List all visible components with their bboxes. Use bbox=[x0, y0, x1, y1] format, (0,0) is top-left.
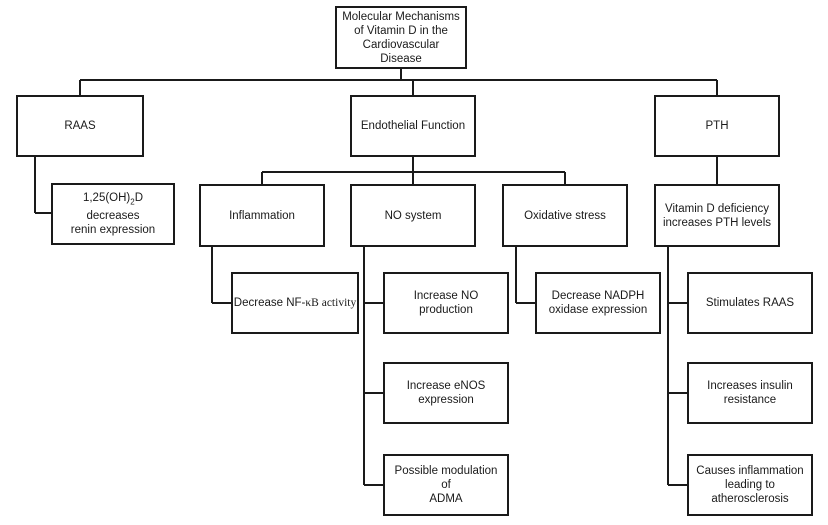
pth-child-3-line-3: atherosclerosis bbox=[711, 493, 789, 505]
inflammation-label: Inflammation bbox=[229, 209, 295, 222]
nadph-line-1: Decrease NADPH bbox=[551, 290, 645, 302]
no-system-label: NO system bbox=[384, 209, 442, 222]
no-child-3-node: Possible modulation of ADMA bbox=[383, 454, 509, 516]
raas-renin-line-2: renin expression bbox=[70, 224, 156, 237]
nfkb-text: Decrease NF-κB activity bbox=[234, 296, 356, 310]
endothelial-label: Endothelial Function bbox=[360, 120, 466, 132]
no-child-2-line-1: Increase eNOS bbox=[406, 380, 486, 392]
root-line-2: of Vitamin D in the bbox=[354, 24, 448, 37]
inflammation-node: Inflammation bbox=[199, 184, 325, 247]
raas-label: RAAS bbox=[64, 120, 96, 132]
endothelial-node: Endothelial Function bbox=[350, 95, 476, 157]
pth-deficiency-node: Vitamin D deficiency increases PTH level… bbox=[654, 184, 780, 247]
root-node: Molecular Mechanisms of Vitamin D in the… bbox=[335, 6, 467, 69]
pth-label: PTH bbox=[705, 120, 729, 132]
pth-deficiency-line-1: Vitamin D deficiency bbox=[665, 202, 769, 215]
pth-child-1-node: Stimulates RAAS bbox=[687, 272, 813, 334]
raas-node: RAAS bbox=[16, 95, 144, 157]
pth-child-3-line-1: Causes inflammation bbox=[696, 465, 804, 477]
no-child-3-line-1: Possible modulation of bbox=[394, 465, 498, 491]
root-line-3: Cardiovascular Disease bbox=[362, 38, 440, 65]
pth-child-2-line-1: Increases insulin bbox=[707, 380, 793, 392]
pth-node: PTH bbox=[654, 95, 780, 157]
nfkb-suffix: activity bbox=[318, 297, 357, 309]
raas-renin-suffix: D decreases bbox=[86, 191, 144, 223]
pth-deficiency-line-2: increases PTH levels bbox=[662, 216, 771, 229]
oxidative-stress-label: Oxidative stress bbox=[524, 209, 606, 222]
raas-renin-line-1: 1,25(OH)2D decreases bbox=[57, 191, 169, 223]
raas-renin-node: 1,25(OH)2D decreases renin expression bbox=[51, 183, 175, 245]
no-child-2-line-2: expression bbox=[418, 394, 474, 406]
raas-renin-prefix: 1,25(OH) bbox=[82, 191, 131, 204]
no-child-1-line-1: Increase NO production bbox=[413, 290, 479, 316]
pth-child-2-node: Increases insulin resistance bbox=[687, 362, 813, 424]
pth-child-2-line-2: resistance bbox=[723, 394, 777, 406]
pth-child-1-line-1: Stimulates RAAS bbox=[705, 297, 795, 309]
no-child-1-node: Increase NO production bbox=[383, 272, 509, 334]
nfkb-node: Decrease NF-κB activity bbox=[231, 272, 359, 334]
nadph-line-2: oxidase expression bbox=[548, 304, 648, 316]
no-child-2-node: Increase eNOS expression bbox=[383, 362, 509, 424]
no-child-3-line-2: ADMA bbox=[429, 493, 463, 505]
no-system-node: NO system bbox=[350, 184, 476, 247]
oxidative-stress-node: Oxidative stress bbox=[502, 184, 628, 247]
nfkb-prefix: Decrease NF- bbox=[233, 297, 306, 309]
raas-renin-sub: 2 bbox=[130, 197, 135, 207]
nadph-node: Decrease NADPH oxidase expression bbox=[535, 272, 661, 334]
pth-child-3-line-2: leading to bbox=[725, 479, 775, 491]
nfkb-kappa: κB bbox=[305, 297, 319, 309]
root-line-1: Molecular Mechanisms bbox=[342, 10, 460, 23]
pth-child-3-node: Causes inflammation leading to atheroscl… bbox=[687, 454, 813, 516]
